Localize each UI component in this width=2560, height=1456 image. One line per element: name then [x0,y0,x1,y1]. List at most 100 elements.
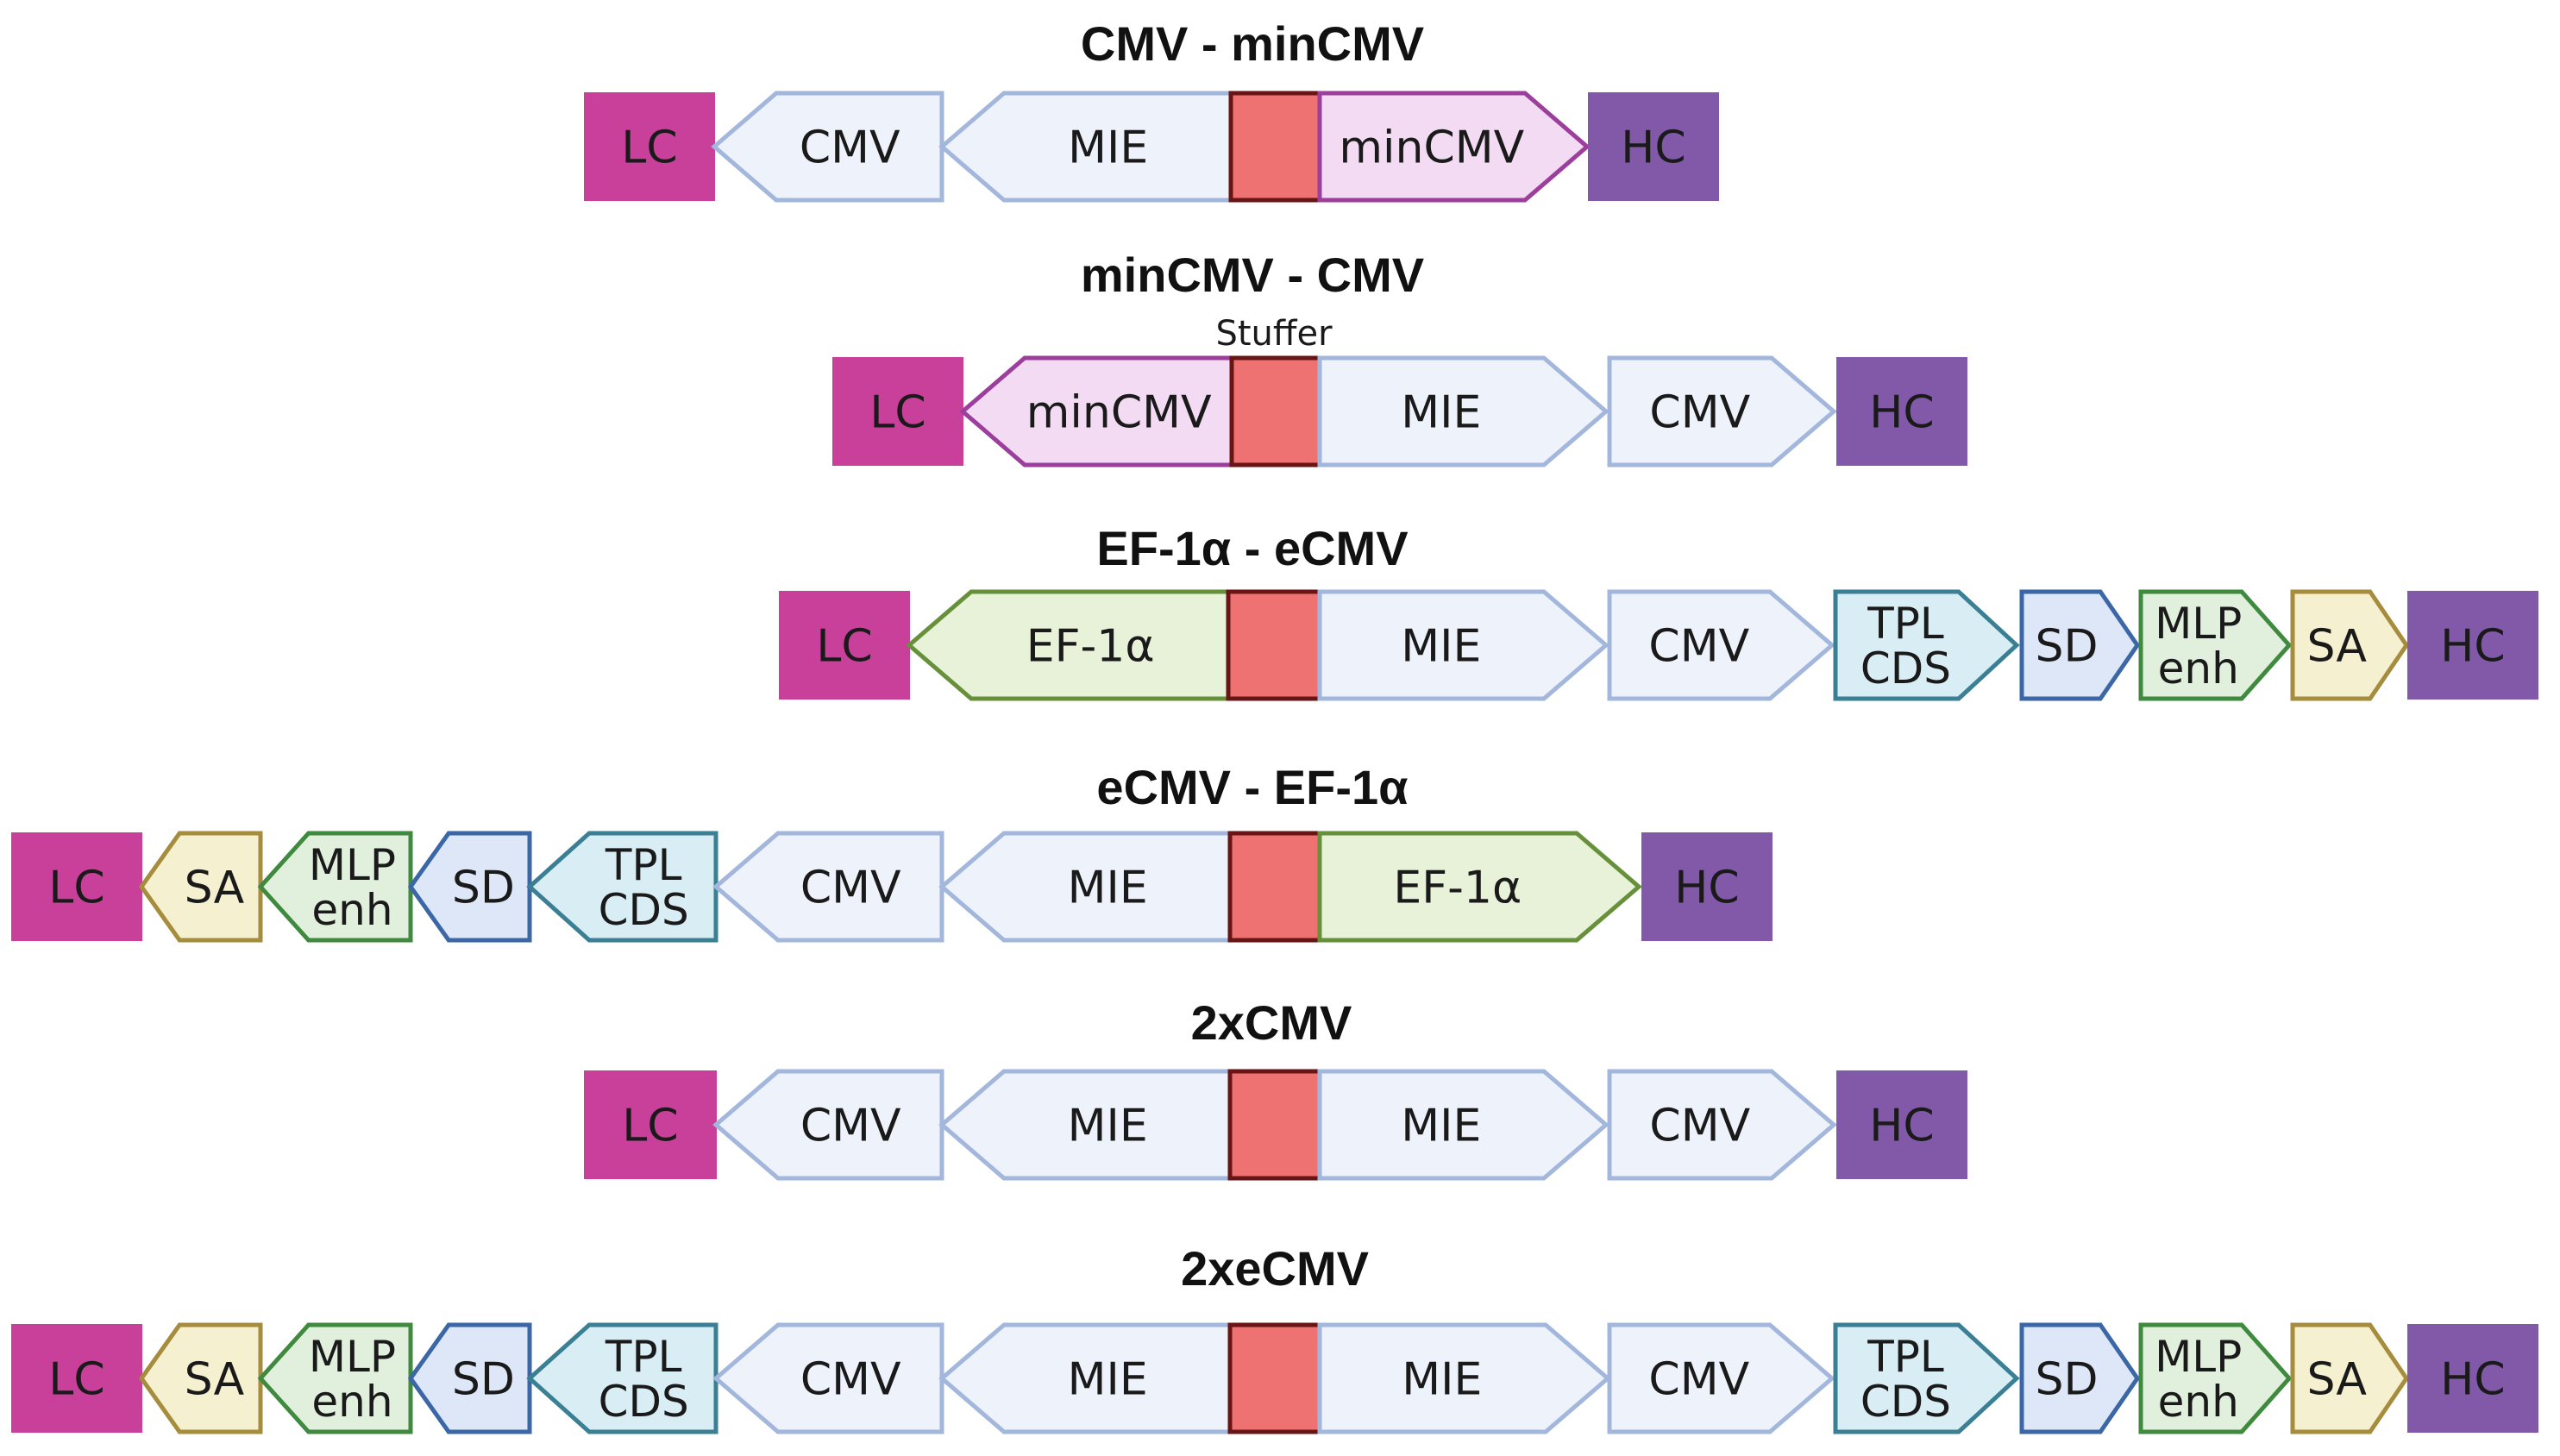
element-label: EF-1α [1026,621,1155,673]
element-label: MIE [1068,1354,1148,1406]
element-label: HC [1869,387,1934,439]
element-stuffer-box [1227,831,1322,943]
element-cmv-right [1607,1069,1837,1181]
element-cmv-left [712,1322,944,1434]
element-sd-right [2019,589,2141,701]
element-label: SA [185,1354,245,1406]
element-mie-right [1317,1322,1611,1434]
element-tpl-cds-right [1833,589,2020,701]
element-label: minCMV [1026,387,1212,439]
element-label: LC [48,1354,104,1406]
element-hc-box [1836,357,1967,466]
element-label: SD [2035,1354,2098,1406]
element-label: CMV [1648,1354,1749,1406]
element-lc-box [584,92,715,201]
element-hc-box [1588,92,1719,201]
element-label: SA [2306,621,2367,673]
construct-title: 2xeCMV [1181,1241,1369,1296]
element-label: CMV [1648,621,1749,673]
element-stuffer-box [1227,1069,1322,1181]
element-label: CMV [1649,1101,1750,1152]
element-sa-left [138,831,263,943]
element-lc-box [11,1324,142,1433]
element-mlp-enh-left [257,831,413,943]
element-hc-box [2407,1324,2538,1433]
element-stuffer-box [1227,1322,1322,1434]
element-sd-left [407,1322,532,1434]
construct-title: CMV - minCMV [1081,16,1424,71]
element-hc-box [1836,1070,1967,1179]
element-mie-right [1317,589,1609,701]
element-label: HC [2440,621,2505,673]
element-sa-right [2290,1322,2410,1434]
element-sd-left [407,831,532,943]
element-lc-box [11,832,142,941]
element-cmv-right [1607,589,1835,701]
element-tpl-cds-left [526,831,718,943]
element-label: MIE [1068,122,1148,174]
element-cmv-right [1607,1322,1835,1434]
element-mie-right [1317,355,1609,468]
element-stuffer-box [1229,355,1322,468]
element-sa-left [138,1322,263,1434]
element-label: EF-1α [1393,863,1522,914]
element-tpl-cds-left [526,1322,718,1434]
element-label: SA [2306,1354,2367,1406]
construct-title: 2xCMV [1191,995,1352,1050]
construct-cmv-mincmv: CMV - minCMV LC CMV MIE minCMV HC [584,16,1719,203]
element-lc-box [832,357,963,466]
element-mie-right [1317,1069,1609,1181]
element-cmv-left [712,831,944,943]
element-label: LC [869,387,925,439]
element-label: SD [452,863,515,914]
element-label: MIE [1402,1354,1482,1406]
element-stuffer-box [1228,91,1322,203]
element-hc-box [1641,832,1773,941]
element-lc-box [584,1070,717,1179]
element-lc-box [779,591,910,700]
construct-title: eCMV - EF-1α [1096,760,1408,814]
element-label: HC [1869,1101,1934,1152]
element-mincmv-right [1317,91,1591,203]
element-label: minCMV [1339,122,1524,174]
element-hc-box [2407,591,2538,700]
element-tpl-cds-right [1833,1322,2020,1434]
construct-title: EF-1α - eCMV [1096,521,1408,575]
element-label: HC [1674,863,1739,914]
element-sd-right [2019,1322,2141,1434]
element-label: LC [621,122,677,174]
element-cmv-right [1607,355,1837,468]
element-label: SD [2035,621,2098,673]
element-mlp-enh-right [2138,589,2293,701]
element-cmv-left [711,91,944,203]
element-label: MIE [1401,621,1481,673]
element-label: MIE [1068,863,1148,914]
element-label: MIE [1401,1101,1481,1152]
element-label: CMV [800,122,900,174]
element-label: CMV [800,863,901,914]
construct-title: minCMV - CMV [1081,248,1424,302]
element-label: SD [452,1354,515,1406]
element-label: MIE [1401,387,1481,439]
element-label: CMV [800,1101,901,1152]
element-label: CMV [1649,387,1750,439]
element-label: SA [185,863,245,914]
element-label: HC [1621,122,1685,174]
element-mlp-enh-right [2138,1322,2293,1434]
element-ef-1-right [1317,831,1642,943]
element-cmv-left [712,1069,944,1181]
